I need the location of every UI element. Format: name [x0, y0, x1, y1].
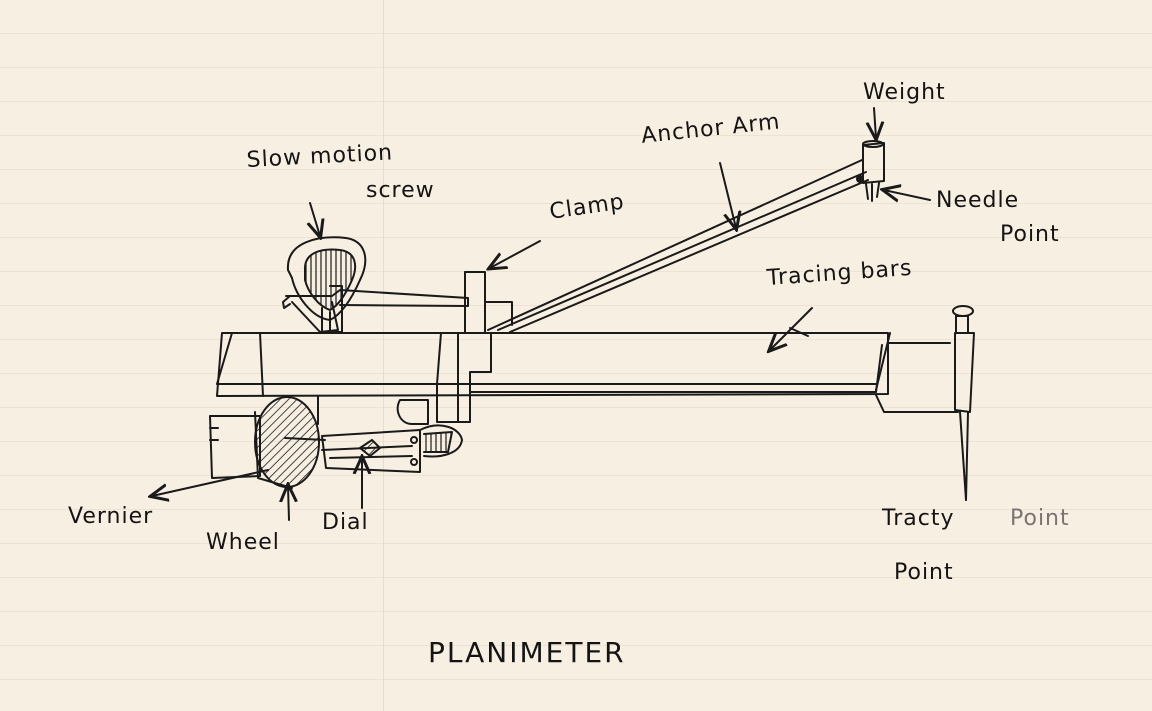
label-slow-motion-screw-line2: screw [366, 178, 435, 203]
tracing-point-post [952, 305, 975, 501]
measuring-wheel [209, 396, 326, 489]
label-tracing-point-faint: Point [1010, 506, 1070, 531]
weight-block [856, 140, 885, 202]
slow-motion-screw [282, 236, 469, 333]
leader-arrows [152, 107, 931, 521]
label-weight: Weight [863, 80, 946, 105]
clamp [436, 271, 513, 423]
label-wheel: Wheel [206, 530, 280, 555]
label-tracing-point-struck: Tracty [882, 506, 955, 531]
anchor-arm [487, 159, 869, 333]
dial-assembly [317, 395, 463, 473]
label-tracing-point-line2: Point [894, 560, 954, 585]
tracing-bar [216, 332, 959, 413]
margin-line [383, 0, 384, 711]
label-needle-point-line2: Point [1000, 222, 1060, 247]
label-vernier: Vernier [68, 504, 154, 529]
label-dial: Dial [322, 510, 369, 535]
diagram-title: PLANIMETER [428, 636, 626, 669]
label-needle-point-line1: Needle [936, 188, 1020, 213]
